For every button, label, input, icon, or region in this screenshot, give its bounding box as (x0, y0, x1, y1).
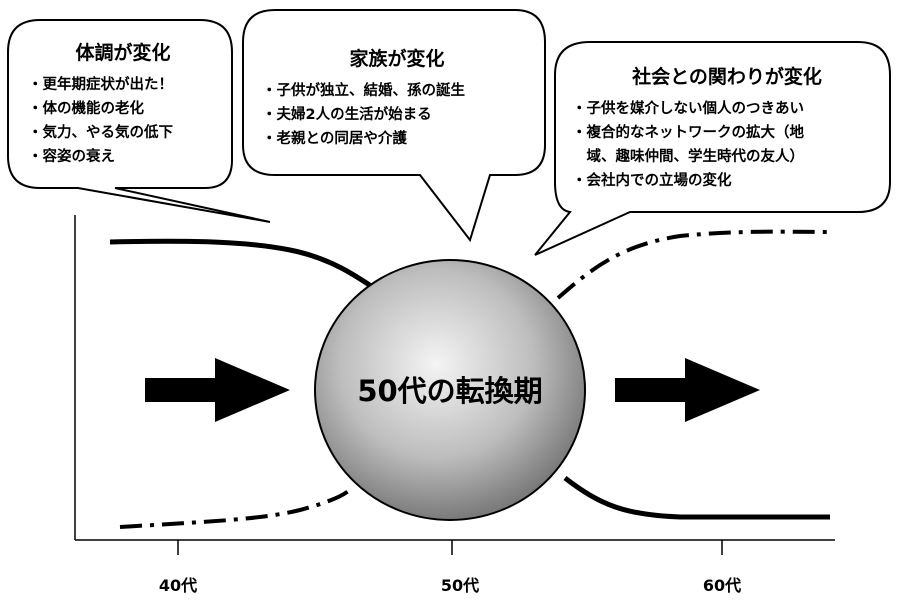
bubble-item: ・容姿の衰え (28, 149, 115, 165)
bubble-item: ・子供を媒介しない個人のつきあい (572, 101, 804, 117)
bubble-society-content: 社会との関わりが変化 ・子供を媒介しない個人のつきあい ・複合的なネットワークの… (572, 62, 882, 193)
center-label: 50代の転換期 (357, 374, 543, 408)
bubble-item: ・会社内での立場の変化 (572, 173, 732, 189)
bubble-title: 社会との関わりが変化 (632, 66, 822, 88)
bubble-title: 体調が変化 (75, 42, 171, 64)
transition-sphere (314, 259, 586, 521)
axis-label-50s: 50代 (440, 576, 480, 595)
arrow-right-icon (145, 358, 290, 422)
bubble-title: 家族が変化 (349, 48, 445, 70)
bubble-item: ・気力、やる気の低下 (28, 125, 173, 141)
bubble-health-content: 体調が変化 ・更年期症状が出た！ ・体の機能の老化 ・気力、やる気の低下 ・容姿… (28, 38, 218, 169)
rising-curve-right (556, 229, 831, 300)
bubble-family-content: 家族が変化 ・子供が独立、結婚、孫の誕生 ・夫婦2人の生活が始まる ・老親との同… (262, 44, 532, 151)
bubble-item: ・子供が独立、結婚、孫の誕生 (262, 83, 465, 99)
speech-bubble-health (7, 19, 271, 223)
bubble-item: ・老親との同居や介護 (262, 131, 407, 147)
axis-label-40s: 40代 (158, 576, 198, 595)
speech-bubble-society (534, 41, 891, 256)
bubble-item: ・体の機能の老化 (28, 101, 144, 117)
bubble-item: ・複合的なネットワークの拡大（地 (572, 125, 804, 141)
declining-curve-left (109, 238, 382, 295)
rising-curve-left (119, 486, 354, 529)
speech-bubble-family (242, 9, 546, 243)
bubble-item: 域、趣味仲間、学生時代の友人） (572, 149, 804, 165)
bubble-item: ・夫婦2人の生活が始まる (262, 107, 432, 123)
declining-curve-right (563, 476, 830, 520)
bubble-item: ・更年期症状が出た！ (28, 77, 173, 93)
axis-label-60s: 60代 (702, 576, 742, 595)
arrow-right-icon (615, 358, 760, 422)
